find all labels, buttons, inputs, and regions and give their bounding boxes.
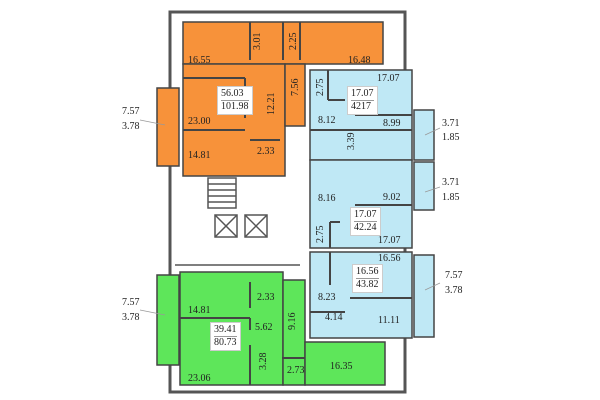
- room-area: 8.99: [383, 118, 401, 129]
- living-area: 56.03: [221, 88, 249, 101]
- balcony-blue-bottom: [413, 254, 435, 338]
- room-area: 9.16: [287, 312, 298, 331]
- apartment-area-box: 17.07 4217: [347, 86, 378, 115]
- balcony-area: 7.57: [122, 106, 140, 117]
- room-area: 17.07: [378, 235, 401, 246]
- room-area: 2.25: [288, 32, 299, 51]
- room-area: 3.28: [258, 352, 269, 371]
- room-area: 8.16: [318, 193, 336, 204]
- total-area: 42.24: [354, 222, 377, 233]
- room-area: 8.12: [318, 115, 336, 126]
- room-area: 3.39: [346, 132, 357, 151]
- living-area: 17.07: [351, 88, 374, 101]
- room-area: 23.00: [188, 116, 211, 127]
- interior-walls: [180, 22, 412, 385]
- apartment-area-box: 39.41 80.73: [210, 322, 241, 351]
- balcony-green: [156, 274, 180, 366]
- room-area: 2.33: [257, 146, 275, 157]
- total-area: 4217: [351, 101, 371, 112]
- balcony-area: 7.57: [445, 270, 463, 281]
- balcony-area: 7.57: [122, 297, 140, 308]
- room-area: 16.56: [378, 253, 401, 264]
- apartment-area-box: 56.03 101.98: [217, 86, 253, 115]
- total-area: 101.98: [221, 101, 249, 112]
- room-area: 8.23: [318, 292, 336, 303]
- apartment-area-box: 17.07 42.24: [350, 207, 381, 236]
- balcony-blue-top: [413, 109, 435, 161]
- room-area: 5.62: [255, 322, 273, 333]
- room-area: 14.81: [188, 305, 211, 316]
- balcony-area: 3.71: [442, 118, 460, 129]
- room-area: 23.06: [188, 373, 211, 384]
- balcony-orange: [156, 87, 180, 167]
- balcony-area-reduced: 3.78: [122, 312, 140, 323]
- room-area: 12.21: [266, 92, 277, 116]
- room-area: 17.07: [377, 73, 400, 84]
- room-area: 9.02: [383, 192, 401, 203]
- balcony-area-reduced: 3.78: [122, 121, 140, 132]
- room-area: 16.48: [348, 55, 371, 66]
- room-area: 3.01: [252, 32, 263, 51]
- room-area: 2.75: [315, 225, 326, 244]
- balcony-area-reduced: 1.85: [442, 192, 460, 203]
- stair-core: [175, 177, 300, 266]
- balcony-leaders: [139, 119, 441, 316]
- balcony-blue-middle: [413, 161, 435, 211]
- balcony-area-reduced: 1.85: [442, 132, 460, 143]
- room-area: 14.81: [188, 150, 211, 161]
- room-area: 11.11: [378, 315, 400, 326]
- living-area: 16.56: [356, 266, 379, 279]
- balcony-area-reduced: 3.78: [445, 285, 463, 296]
- apartment-area-box: 16.56 43.82: [352, 264, 383, 293]
- room-area: 16.55: [188, 55, 211, 66]
- room-area: 16.35: [330, 361, 353, 372]
- room-area: 2.33: [257, 292, 275, 303]
- room-area: 2.73: [287, 365, 305, 376]
- room-area: 2.75: [315, 78, 326, 97]
- room-area: 4.14: [325, 312, 343, 323]
- balcony-area: 3.71: [442, 177, 460, 188]
- total-area: 43.82: [356, 279, 379, 290]
- living-area: 17.07: [354, 209, 377, 222]
- total-area: 80.73: [214, 337, 237, 348]
- room-area: 7.56: [290, 78, 301, 97]
- living-area: 39.41: [214, 324, 237, 337]
